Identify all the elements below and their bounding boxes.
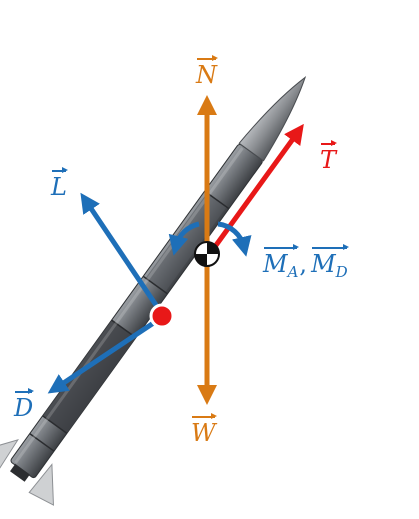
rocket-avionics-bay (145, 192, 227, 293)
moment-a-label: MA (263, 244, 300, 281)
lift-label: L (51, 167, 68, 201)
rocket-joint (142, 275, 168, 295)
rocket (0, 76, 307, 506)
thrust-label: T (320, 140, 338, 174)
rocket-nozzle (10, 463, 30, 482)
lift-arrow (80, 192, 165, 316)
moment-arrow-left (168, 221, 200, 256)
normal-force-label: N (196, 55, 218, 89)
moment-d-label: MD (311, 244, 349, 281)
rocket-nose-cone (238, 76, 307, 162)
moment-arrow-right (217, 221, 252, 257)
drag-arrow (47, 317, 160, 394)
moment-label: MA,MD (263, 244, 349, 281)
weight-label: W (191, 413, 217, 447)
rocket-highlight (14, 147, 244, 464)
center-of-gravity-marker (194, 241, 220, 267)
drag-label: D (14, 388, 35, 422)
center-of-pressure-marker (149, 303, 175, 329)
rocket-joint (42, 415, 68, 434)
rocket-fin (28, 463, 54, 506)
rocket-joint (29, 433, 55, 452)
rocket-fin (0, 439, 19, 472)
rocket-body (10, 143, 263, 479)
rocket-dark-section (42, 320, 136, 434)
